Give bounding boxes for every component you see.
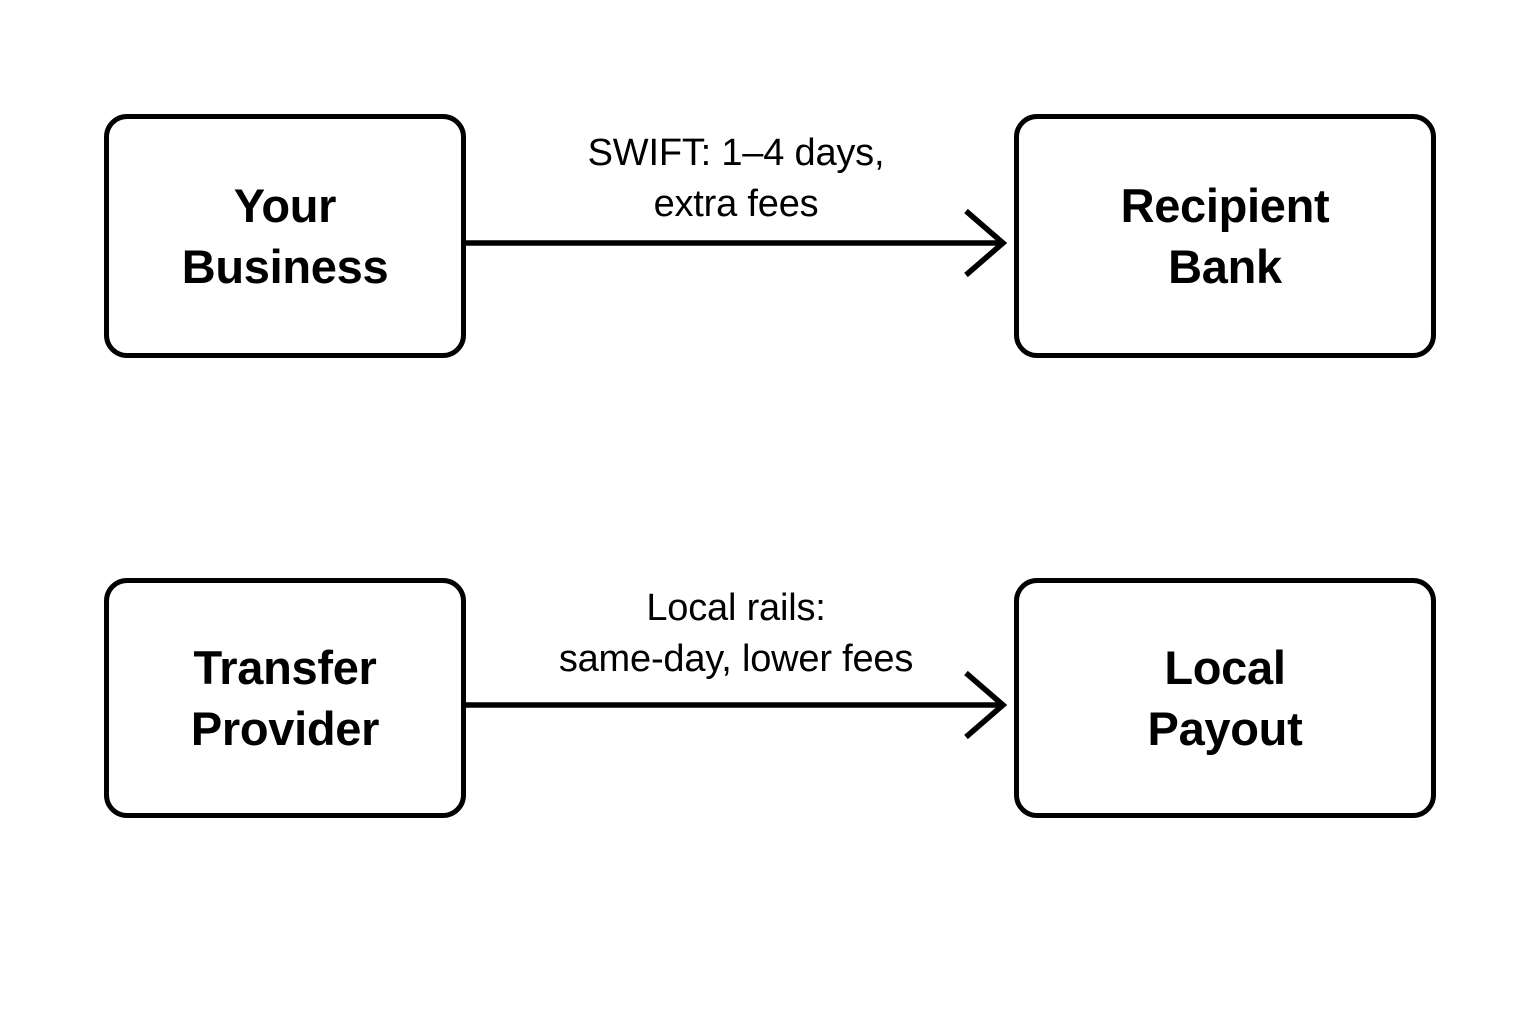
node-transfer-provider[interactable]: Transfer Provider: [104, 578, 466, 818]
edge-local-rails-label: Local rails: same-day, lower fees: [558, 587, 914, 680]
node-your-business[interactable]: Your Business: [104, 114, 466, 358]
node-recipient-bank-label: Recipient Bank: [1120, 178, 1330, 293]
node-recipient-bank[interactable]: Recipient Bank: [1014, 114, 1436, 358]
node-local-payout[interactable]: Local Payout: [1014, 578, 1436, 818]
node-transfer-provider-label: Transfer Provider: [190, 640, 380, 755]
edge-swift-label: SWIFT: 1–4 days, extra fees: [587, 132, 885, 225]
node-local-payout-label: Local Payout: [1147, 640, 1303, 755]
node-your-business-label: Your Business: [181, 178, 389, 293]
